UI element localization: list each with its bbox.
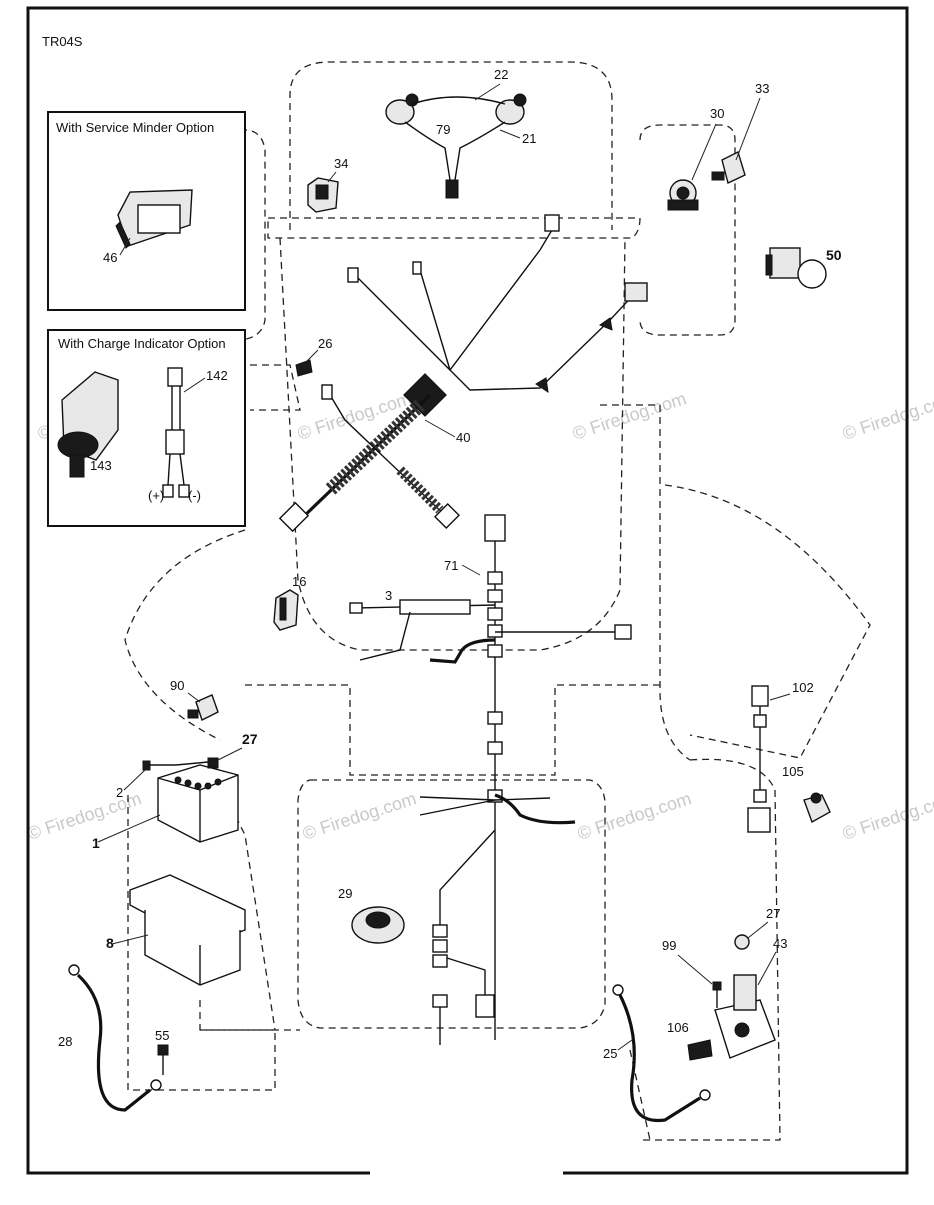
- part-label-90: 90: [170, 678, 184, 693]
- part-29: [351, 906, 405, 944]
- bolt-2: [142, 760, 176, 771]
- part-label-40: 40: [456, 430, 470, 445]
- part-label-1: 1: [92, 835, 100, 851]
- charge-indicator-gauge: [57, 371, 119, 478]
- part-label-55: 55: [155, 1028, 169, 1043]
- part-label-22: 22: [494, 67, 508, 82]
- cable-28: [68, 964, 162, 1112]
- charge-indicator-title: With Charge Indicator Option: [58, 336, 226, 351]
- part-105: [803, 792, 831, 824]
- nut-27: [175, 757, 219, 769]
- harness-71: [349, 514, 632, 1045]
- part-label-143: 143: [90, 458, 112, 473]
- part-label-34: 34: [334, 156, 348, 171]
- part-label-16: 16: [292, 574, 306, 589]
- service-minder-unit: [115, 189, 193, 249]
- part-16: [273, 589, 299, 631]
- part-label-43: 43: [773, 936, 787, 951]
- main-harness-40: [278, 214, 648, 533]
- headlight-harness: [385, 93, 527, 199]
- clip-26: [295, 359, 313, 377]
- part-label-2: 2: [116, 785, 123, 800]
- part-label-102: 102: [792, 680, 814, 695]
- part-label-142: 142: [206, 368, 228, 383]
- part-label-27-bottom: 27: [766, 906, 780, 921]
- part-label-28: 28: [58, 1034, 72, 1049]
- part-label-26: 26: [318, 336, 332, 351]
- outer-frame: [26, 6, 909, 1175]
- clip-106: [687, 1039, 713, 1061]
- key-33: [711, 151, 746, 184]
- part-label-50: 50: [826, 247, 842, 263]
- charge-plus-label: (+): [148, 488, 164, 503]
- charge-minus-label: (-): [188, 488, 201, 503]
- bolt-99: [712, 981, 722, 1008]
- part-label-99: 99: [662, 938, 676, 953]
- service-minder-box: With Service Minder Option 46: [47, 111, 246, 311]
- ignition-switch-30: [667, 179, 699, 211]
- cable-25: [612, 984, 711, 1123]
- watermark: © Firedog.com: [25, 788, 144, 844]
- part-90: [187, 694, 219, 721]
- part-label-8: 8: [106, 935, 114, 951]
- charge-indicator-box: With Charge Indicator Option 142 143 (+)…: [47, 329, 246, 527]
- charge-indicator-harness: [162, 367, 190, 498]
- switch-50: [765, 247, 827, 289]
- watermark: © Firedog.com: [575, 788, 694, 844]
- part-label-3: 3: [385, 588, 392, 603]
- bolt-55: [157, 1044, 169, 1075]
- harness-102: [747, 685, 771, 833]
- watermark: © Firedog.com: [840, 388, 934, 444]
- switch-34: [307, 177, 339, 213]
- part-label-29: 29: [338, 886, 352, 901]
- part-label-30: 30: [710, 106, 724, 121]
- solenoid-43: [714, 974, 776, 1059]
- part-label-46: 46: [103, 250, 117, 265]
- part-label-33: 33: [755, 81, 769, 96]
- part-label-106: 106: [667, 1020, 689, 1035]
- battery-tray-8: [129, 874, 246, 986]
- part-27-bottom: [734, 934, 750, 950]
- watermark: © Firedog.com: [570, 388, 689, 444]
- watermark: © Firedog.com: [840, 788, 934, 844]
- part-label-105: 105: [782, 764, 804, 779]
- part-label-79: 79: [436, 122, 450, 137]
- part-label-25: 25: [603, 1046, 617, 1061]
- battery-1: [157, 764, 239, 843]
- part-label-71: 71: [444, 558, 458, 573]
- part-label-27-top: 27: [242, 731, 258, 747]
- watermark: © Firedog.com: [300, 788, 419, 844]
- watermark: © Firedog.com: [295, 388, 414, 444]
- service-minder-title: With Service Minder Option: [56, 120, 214, 135]
- diagram-code: TR04S: [42, 34, 83, 49]
- part-label-21: 21: [522, 131, 536, 146]
